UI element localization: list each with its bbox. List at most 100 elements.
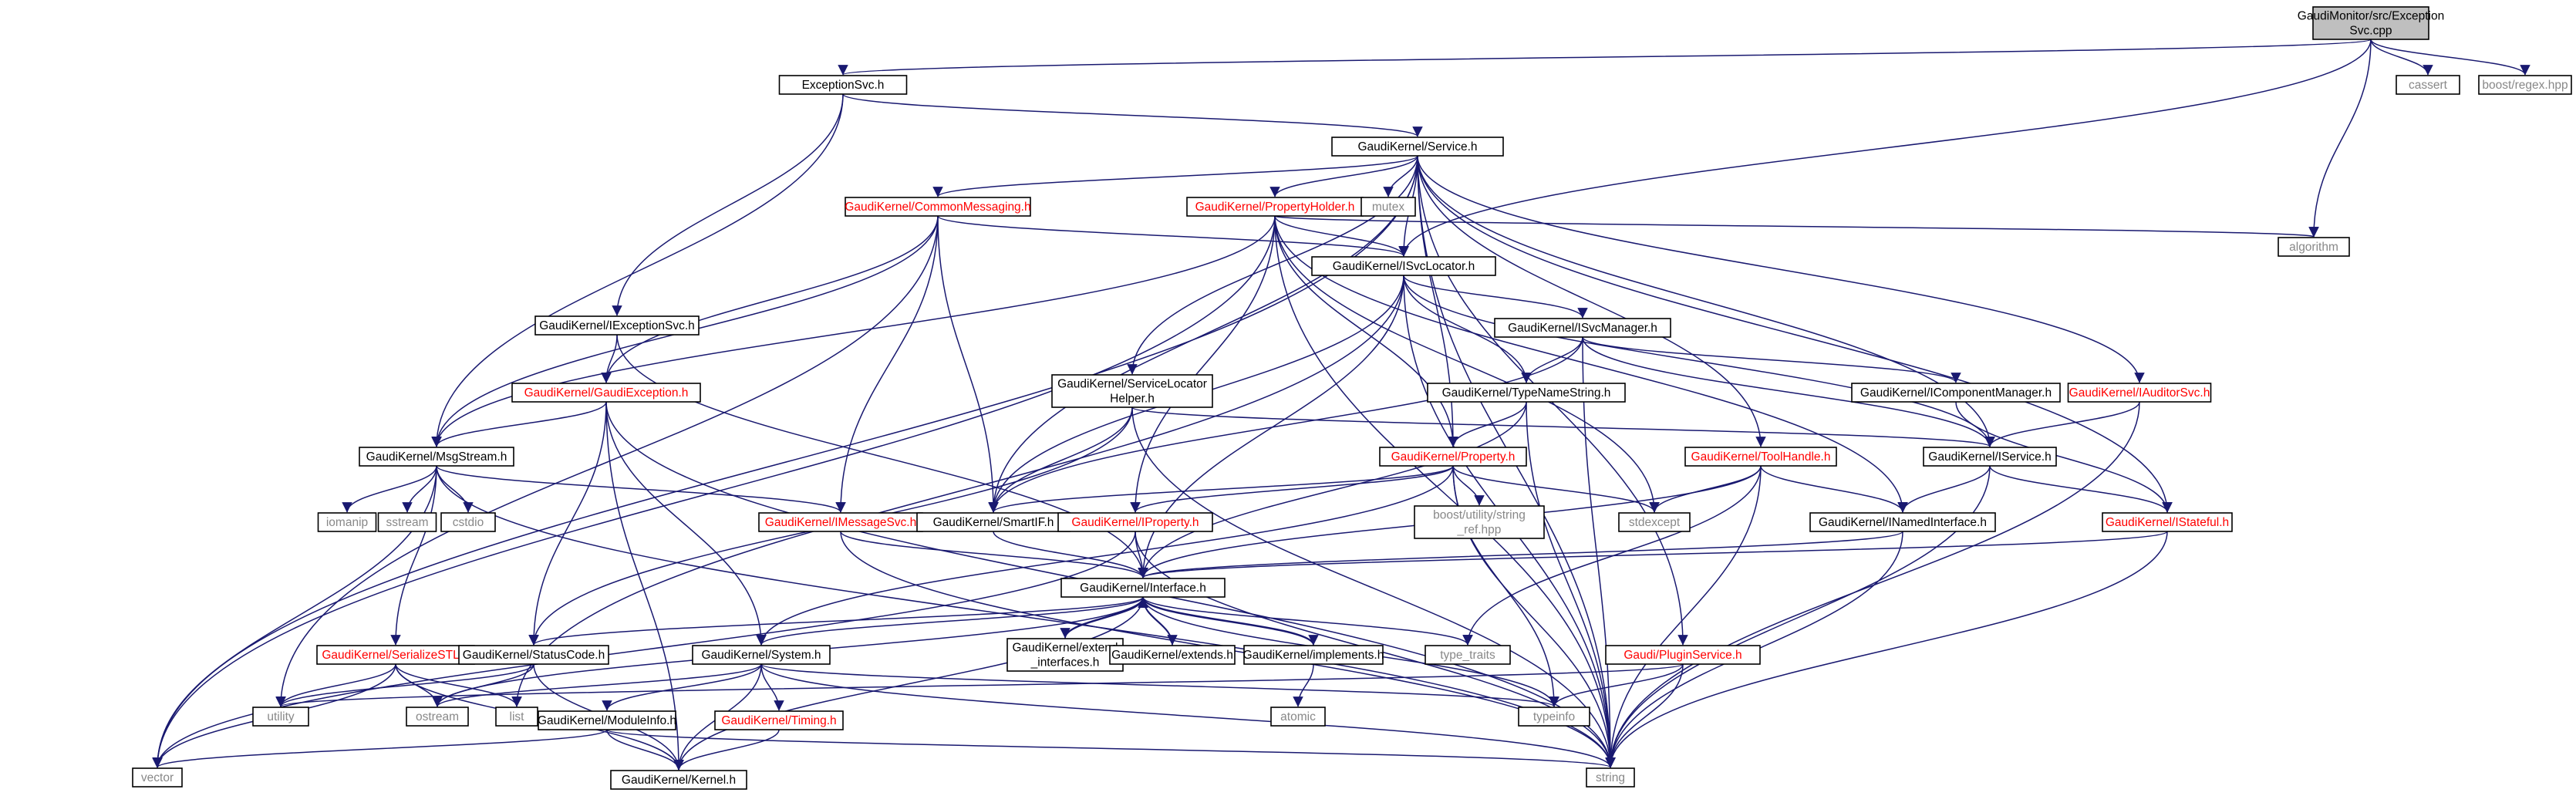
node-propholder[interactable]: GaudiKernel/PropertyHolder.h bbox=[1186, 197, 1364, 217]
node-iproperty-label-0: GaudiKernel/IProperty.h bbox=[1071, 516, 1199, 529]
edge-msgstream-to-imsgsvc bbox=[436, 465, 846, 513]
node-iauditor-box bbox=[2067, 383, 2212, 403]
node-boostref-label-0: boost/utility/string bbox=[1433, 509, 1526, 522]
node-property[interactable]: GaudiKernel/Property.h bbox=[1379, 447, 1527, 467]
node-kernel[interactable]: GaudiKernel/Kernel.h bbox=[610, 770, 747, 790]
node-exsvc-label-0: ExceptionSvc.h bbox=[802, 79, 885, 92]
edge-gexcept-to-system bbox=[605, 401, 767, 646]
node-implements[interactable]: GaudiKernel/implements.h bbox=[1243, 645, 1384, 665]
node-istateful[interactable]: GaudiKernel/IStateful.h bbox=[2102, 512, 2233, 532]
node-root[interactable]: GaudiMonitor/src/ExceptionSvc.cpp bbox=[2298, 6, 2444, 40]
edge-cmsg-to-imsgsvc bbox=[835, 215, 939, 513]
node-string[interactable]: string bbox=[1586, 767, 1635, 788]
edge-service-to-iauditor bbox=[1417, 155, 2145, 383]
node-typeinfo[interactable]: typeinfo bbox=[1518, 707, 1590, 727]
node-cassert[interactable]: cassert bbox=[2396, 75, 2460, 95]
node-icompmgr-label-0: GaudiKernel/IComponentManager.h bbox=[1860, 386, 2052, 400]
node-list[interactable]: list bbox=[495, 707, 538, 727]
node-algorithm[interactable]: algorithm bbox=[2278, 237, 2350, 257]
edge-system-to-string bbox=[760, 663, 1616, 768]
node-statuscode-box bbox=[458, 645, 609, 665]
node-cmsg[interactable]: GaudiKernel/CommonMessaging.h bbox=[845, 197, 1031, 217]
edge-exsvc-to-service bbox=[842, 93, 1423, 137]
node-system-box bbox=[692, 645, 831, 665]
node-service[interactable]: GaudiKernel/Service.h bbox=[1331, 137, 1504, 157]
node-typetraits[interactable]: type_traits bbox=[1425, 645, 1511, 665]
node-stdexcept[interactable]: stdexcept bbox=[1618, 512, 1691, 532]
node-atomic[interactable]: atomic bbox=[1270, 707, 1326, 727]
node-utility[interactable]: utility bbox=[252, 707, 309, 727]
node-ostream[interactable]: ostream bbox=[406, 707, 469, 727]
node-icompmgr[interactable]: GaudiKernel/IComponentManager.h bbox=[1851, 383, 2061, 403]
node-typename-label-0: GaudiKernel/TypeNameString.h bbox=[1442, 386, 1611, 400]
node-vector-box bbox=[132, 767, 183, 788]
node-istateful-label-0: GaudiKernel/IStateful.h bbox=[2106, 516, 2229, 529]
node-serialstl[interactable]: GaudiKernel/SerializeSTL.h bbox=[316, 645, 475, 665]
node-isvcmgr[interactable]: GaudiKernel/ISvcManager.h bbox=[1494, 318, 1671, 338]
node-atomic-box bbox=[1270, 707, 1326, 727]
node-msgstream[interactable]: GaudiKernel/MsgStream.h bbox=[359, 447, 514, 467]
node-interface-box bbox=[1060, 578, 1226, 598]
node-typename[interactable]: GaudiKernel/TypeNameString.h bbox=[1427, 383, 1626, 403]
node-pluginsvc[interactable]: Gaudi/PluginService.h bbox=[1605, 645, 1761, 665]
node-root-label-0: GaudiMonitor/src/Exception bbox=[2298, 10, 2444, 23]
node-iproperty-box bbox=[1057, 512, 1213, 532]
edge-service-to-vector bbox=[152, 155, 1418, 768]
node-system[interactable]: GaudiKernel/System.h bbox=[692, 645, 831, 665]
node-list-box bbox=[495, 707, 538, 727]
edge-moduleinfo-to-kernel bbox=[606, 729, 684, 771]
node-inamed[interactable]: GaudiKernel/INamedInterface.h bbox=[1809, 512, 1996, 532]
node-sstream[interactable]: sstream bbox=[377, 512, 437, 532]
node-extends[interactable]: GaudiKernel/extends.h bbox=[1109, 645, 1236, 665]
node-imsgsvc[interactable]: GaudiKernel/IMessageSvc.h bbox=[758, 512, 923, 532]
edge-svclochelp-to-iservice bbox=[1131, 406, 1995, 447]
node-boostref-label-1: _ref.hpp bbox=[1457, 524, 1502, 537]
node-interface[interactable]: GaudiKernel/Interface.h bbox=[1060, 578, 1226, 598]
edge-propholder-to-algorithm bbox=[1274, 215, 2318, 238]
node-iauditor[interactable]: GaudiKernel/IAuditorSvc.h bbox=[2067, 383, 2212, 403]
edge-system-to-typeinfo bbox=[760, 663, 1559, 707]
edge-serialstl-to-list bbox=[395, 663, 522, 707]
edge-propholder-to-msgstream bbox=[431, 215, 1276, 447]
node-cstdio[interactable]: cstdio bbox=[440, 512, 496, 532]
node-iomanip[interactable]: iomanip bbox=[317, 512, 377, 532]
node-typetraits-label-0: type_traits bbox=[1440, 649, 1495, 662]
node-iproperty[interactable]: GaudiKernel/IProperty.h bbox=[1057, 512, 1213, 532]
node-moduleinfo[interactable]: GaudiKernel/ModuleInfo.h bbox=[538, 710, 676, 730]
node-statuscode-label-0: GaudiKernel/StatusCode.h bbox=[463, 649, 605, 662]
edge-isvcloc-to-list bbox=[511, 275, 1404, 707]
edge-moduleinfo-to-vector bbox=[152, 729, 608, 768]
edge-interface-to-system bbox=[756, 596, 1144, 646]
node-extendif[interactable]: GaudiKernel/extend_interfaces.h bbox=[1006, 638, 1124, 672]
node-gexcept[interactable]: GaudiKernel/GaudiException.h bbox=[511, 383, 701, 403]
edge-iservice-to-inamed bbox=[1897, 465, 1991, 513]
edge-msgstream-to-sstream bbox=[402, 465, 437, 513]
node-service-box bbox=[1331, 137, 1504, 157]
node-list-label-0: list bbox=[510, 710, 525, 723]
node-iservice[interactable]: GaudiKernel/IService.h bbox=[1923, 447, 2057, 467]
node-isvcloc-label-0: GaudiKernel/ISvcLocator.h bbox=[1333, 260, 1475, 273]
edge-icompmgr-to-istateful bbox=[1955, 401, 2173, 513]
node-boostref[interactable]: boost/utility/string _ref.hpp bbox=[1414, 505, 1545, 539]
node-mutex-label-0: mutex bbox=[1372, 201, 1404, 214]
edge-isvcmgr-to-iservice bbox=[1582, 336, 1995, 447]
edge-service-to-smartif bbox=[988, 155, 1418, 513]
node-timing-box bbox=[714, 710, 844, 730]
node-mutex[interactable]: mutex bbox=[1360, 197, 1416, 217]
node-boostregex[interactable]: boost/regex.hpp bbox=[2478, 75, 2572, 95]
node-property-label-0: GaudiKernel/Property.h bbox=[1391, 450, 1516, 464]
node-smartif[interactable]: GaudiKernel/SmartIF.h bbox=[916, 512, 1071, 532]
node-isvcloc[interactable]: GaudiKernel/ISvcLocator.h bbox=[1311, 256, 1496, 276]
node-vector[interactable]: vector bbox=[132, 767, 183, 788]
node-utility-label-0: utility bbox=[267, 710, 295, 723]
node-statuscode[interactable]: GaudiKernel/StatusCode.h bbox=[458, 645, 609, 665]
edge-property-to-iproperty bbox=[1130, 465, 1454, 513]
node-cassert-label-0: cassert bbox=[2409, 79, 2448, 92]
node-ostream-box bbox=[406, 707, 469, 727]
node-timing[interactable]: GaudiKernel/Timing.h bbox=[714, 710, 844, 730]
node-toolhandle[interactable]: GaudiKernel/ToolHandle.h bbox=[1684, 447, 1837, 467]
node-exsvc-box bbox=[778, 75, 908, 95]
node-exsvc[interactable]: ExceptionSvc.h bbox=[778, 75, 908, 95]
node-iexsvc[interactable]: GaudiKernel/IExceptionSvc.h bbox=[534, 315, 700, 336]
